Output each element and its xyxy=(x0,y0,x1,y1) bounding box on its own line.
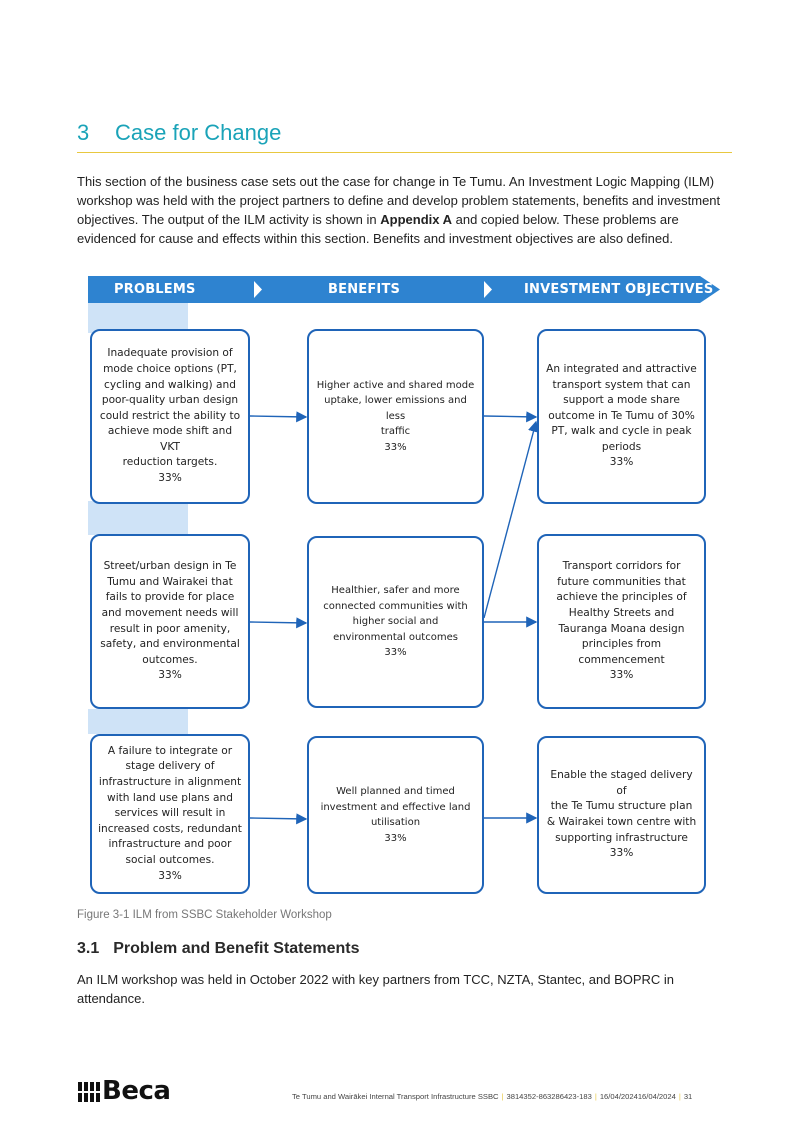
footer-date: 16/04/202416/04/2024 xyxy=(599,1092,676,1101)
arrow-b2-o1 xyxy=(483,420,539,619)
subsection-heading: 3.1 Problem and Benefit Statements xyxy=(77,940,360,958)
arrow-p2-b2 xyxy=(249,617,308,629)
footer-reference: 3814352-863286423-183 xyxy=(506,1092,592,1101)
objective-text: An integrated and attractive transport s… xyxy=(546,362,697,469)
benefit-box: Higher active and shared mode uptake, lo… xyxy=(307,329,484,504)
arrow-p1-b1 xyxy=(249,411,308,423)
objective-text: Enable the staged delivery of the Te Tum… xyxy=(546,769,697,860)
footer-document: Te Tumu and Wairākei Internal Transport … xyxy=(292,1092,499,1101)
intro-paragraph: This section of the business case sets o… xyxy=(77,172,737,248)
header-problems: PROBLEMS xyxy=(114,282,196,297)
subsection-number: 3.1 xyxy=(77,940,100,957)
problem-text: Inadequate provision of mode choice opti… xyxy=(99,347,241,485)
benefit-text: Higher active and shared mode uptake, lo… xyxy=(316,379,475,453)
page-footer: Te Tumu and Wairākei Internal Transport … xyxy=(292,1092,693,1101)
beca-mark-icon xyxy=(78,1082,100,1102)
header-benefits: BENEFITS xyxy=(328,282,401,297)
figure-caption: Figure 3-1 ILM from SSBC Stakeholder Wor… xyxy=(77,909,332,921)
objective-box: Transport corridors for future communiti… xyxy=(537,534,706,709)
beca-wordmark: Beca xyxy=(102,1076,171,1106)
objective-box: An integrated and attractive transport s… xyxy=(537,329,706,504)
section-heading: 3 Case for Change xyxy=(77,120,732,153)
objective-text: Transport corridors for future communiti… xyxy=(556,560,687,682)
benefit-text: Well planned and timed investment and ef… xyxy=(320,786,471,844)
problem-box: A failure to integrate or stage delivery… xyxy=(90,734,250,894)
section-number: 3 xyxy=(77,120,90,145)
problems-band xyxy=(88,501,188,535)
ilm-diagram: PROBLEMS BENEFITS INVESTMENT OBJECTIVES … xyxy=(88,276,720,900)
problem-text: A failure to integrate or stage delivery… xyxy=(98,744,242,882)
appendix-reference: Appendix A xyxy=(380,212,452,227)
section-title: Case for Change xyxy=(115,120,282,145)
benefit-box: Healthier, safer and more connected comm… xyxy=(307,536,484,708)
arrow-b3 xyxy=(249,813,308,825)
subsection-title: Problem and Benefit Statements xyxy=(113,940,360,957)
workshop-paragraph: An ILM workshop was held in October 2022… xyxy=(77,972,675,1006)
benefit-box: Well planned and timed investment and ef… xyxy=(307,736,484,894)
intro-text-1: This section of the business case sets o… xyxy=(77,174,721,227)
intro-text-2: and copied below. These problems are evi… xyxy=(77,212,679,246)
benefit-text: Healthier, safer and more connected comm… xyxy=(323,585,468,659)
header-bar xyxy=(88,276,720,303)
problems-band xyxy=(88,303,188,333)
problems-band xyxy=(88,709,188,734)
problem-box: Inadequate provision of mode choice opti… xyxy=(90,329,250,504)
connector-arrows xyxy=(249,411,539,825)
problem-box: Street/urban design in Te Tumu and Waira… xyxy=(90,534,250,709)
objective-box: Enable the staged delivery of the Te Tum… xyxy=(537,736,706,894)
page-number: 31 xyxy=(683,1092,693,1101)
header-investment-objectives: INVESTMENT OBJECTIVES xyxy=(524,282,714,297)
arrow-b1-o1 xyxy=(483,411,538,423)
problem-text: Street/urban design in Te Tumu and Waira… xyxy=(100,560,240,682)
